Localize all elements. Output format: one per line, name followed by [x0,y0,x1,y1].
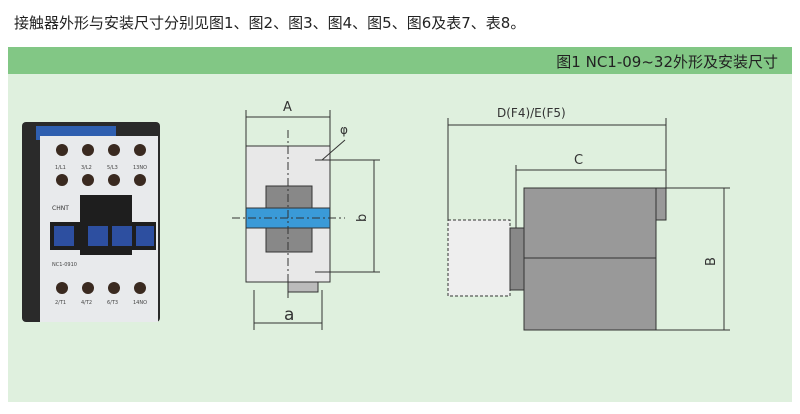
terminal-label-top: 5/L3 [107,165,118,171]
dim-DE-label: D(F4)/E(F5) [497,106,566,120]
terminal-label-bottom: 2/T1 [55,300,66,306]
terminal-label-top: 13NO [133,165,147,171]
dim-phi-label: φ [340,123,348,137]
terminal-label-bottom: 6/T3 [107,300,118,306]
photo-brand-logo: CHNT [52,205,69,212]
figure-title-bar: 图1 NC1-09~32外形及安装尺寸 [8,47,792,74]
terminal-label-bottom: 14NO [133,300,147,306]
contactor-photo: CHNT 1/L1 3/L2 5/L3 13NO NC1-0910 2/T1 4… [22,122,160,322]
front-view-drawing [232,110,380,330]
dim-B-label: B [704,257,719,266]
dim-a-label: a [284,305,294,325]
terminal-label-top: 1/L1 [55,165,66,171]
intro-text: 接触器外形与安装尺寸分别见图1、图2、图3、图4、图5、图6及表7、表8。 [14,14,526,32]
dim-b-label: b [355,214,370,222]
terminal-label-top: 3/L2 [81,165,92,171]
figure-title: 图1 NC1-09~32外形及安装尺寸 [556,53,778,71]
terminal-label-bottom: 4/T2 [81,300,92,306]
photo-model-label: NC1-0910 [52,262,77,268]
dim-A-label: A [283,100,292,115]
dim-C-label: C [574,153,583,168]
side-view-drawing [447,118,730,331]
